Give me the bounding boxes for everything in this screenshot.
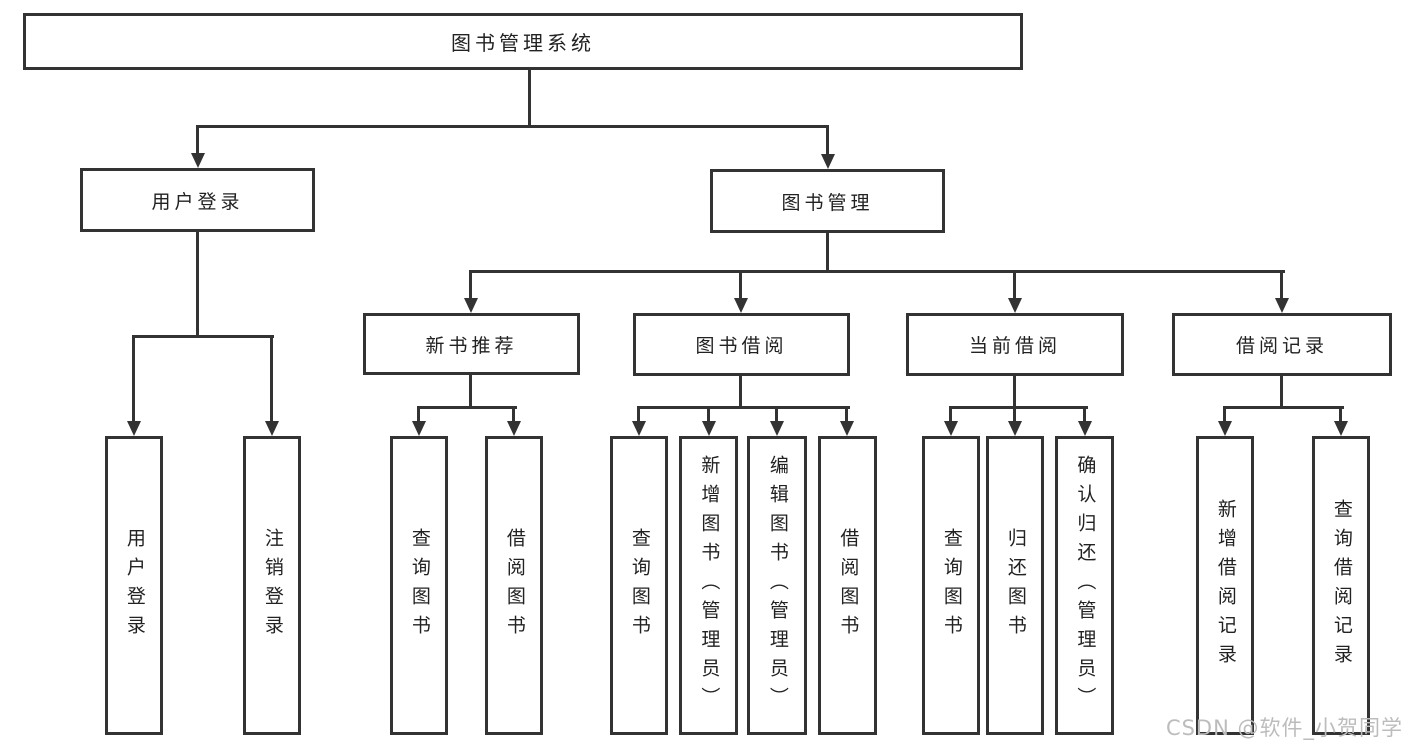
connector-hline <box>637 406 850 409</box>
connector-vline <box>826 231 829 273</box>
arrowhead-down-icon <box>507 421 521 436</box>
node-label: 查询借阅记录 <box>1330 498 1353 673</box>
arrowhead-down-icon <box>1008 298 1022 313</box>
node-label: 用户登录 <box>123 527 146 644</box>
connector-vline <box>637 406 640 423</box>
connector-vline <box>528 68 531 128</box>
connector-vline <box>1013 374 1016 409</box>
node-label: 归还图书 <box>1004 527 1027 644</box>
node-label: 借阅图书 <box>837 527 860 644</box>
arrowhead-down-icon <box>1218 421 1232 436</box>
leaf-query-books-recommend: 查询图书 <box>390 436 448 735</box>
node-label: 新增借阅记录 <box>1214 498 1237 673</box>
leaf-borrow-books-borrowing: 借阅图书 <box>818 436 877 735</box>
leaf-return-books: 归还图书 <box>986 436 1044 735</box>
node-label: 确认归还（管理员） <box>1074 455 1097 716</box>
node-label: 编辑图书（管理员） <box>766 455 789 716</box>
connector-vline <box>270 335 273 423</box>
node-label: 查询图书 <box>940 527 963 644</box>
node-library-management-system: 图书管理系统 <box>23 13 1023 70</box>
connector-hline <box>196 125 829 128</box>
connector-hline <box>132 335 274 338</box>
leaf-add-books-admin: 新增图书（管理员） <box>679 436 738 735</box>
connector-vline <box>1223 406 1226 423</box>
connector-hline <box>949 406 1088 409</box>
leaf-logout-login: 注销登录 <box>243 436 301 735</box>
arrowhead-down-icon <box>265 421 279 436</box>
leaf-confirm-return-admin: 确认归还（管理员） <box>1055 436 1114 735</box>
arrowhead-down-icon <box>127 421 141 436</box>
node-label: 借阅记录 <box>1235 335 1328 357</box>
arrowhead-down-icon <box>702 421 716 436</box>
node-label: 借阅图书 <box>503 527 526 644</box>
leaf-query-borrow-record: 查询借阅记录 <box>1312 436 1370 735</box>
leaf-query-books-borrowing: 查询图书 <box>610 436 668 735</box>
connector-vline <box>1083 406 1086 423</box>
node-book-borrowing: 图书借阅 <box>633 313 850 376</box>
arrowhead-down-icon <box>840 421 854 436</box>
connector-hline <box>469 270 1285 273</box>
connector-vline <box>1280 270 1283 301</box>
node-label: 查询图书 <box>628 527 651 644</box>
connector-vline <box>512 406 515 423</box>
connector-vline <box>1280 374 1283 409</box>
connector-vline <box>1013 406 1016 423</box>
arrowhead-down-icon <box>770 421 784 436</box>
arrowhead-down-icon <box>464 298 478 313</box>
node-label: 用户登录 <box>151 190 244 213</box>
connector-hline <box>1223 406 1344 409</box>
arrowhead-down-icon <box>412 421 426 436</box>
connector-vline <box>739 374 742 409</box>
leaf-add-borrow-record: 新增借阅记录 <box>1196 436 1254 735</box>
connector-hline <box>417 406 517 409</box>
node-label: 新增图书（管理员） <box>698 455 721 716</box>
leaf-query-books-current: 查询图书 <box>922 436 980 735</box>
node-current-borrowing: 当前借阅 <box>906 313 1124 376</box>
arrowhead-down-icon <box>821 154 835 169</box>
connector-vline <box>132 335 135 423</box>
connector-vline <box>196 125 199 155</box>
connector-vline <box>469 373 472 409</box>
connector-vline <box>775 406 778 423</box>
node-borrowing-records: 借阅记录 <box>1172 313 1392 376</box>
connector-vline <box>739 270 742 301</box>
arrowhead-down-icon <box>734 298 748 313</box>
arrowhead-down-icon <box>1275 298 1289 313</box>
node-book-management: 图书管理 <box>710 169 945 233</box>
arrowhead-down-icon <box>1008 421 1022 436</box>
node-label: 当前借阅 <box>968 335 1061 357</box>
arrowhead-down-icon <box>191 153 205 168</box>
connector-vline <box>417 406 420 423</box>
connector-vline <box>1339 406 1342 423</box>
node-label: 图书管理 <box>781 191 874 214</box>
leaf-user-login: 用户登录 <box>105 436 163 735</box>
node-label: 注销登录 <box>261 527 284 644</box>
arrowhead-down-icon <box>632 421 646 436</box>
node-label: 图书管理系统 <box>451 31 595 55</box>
leaf-borrow-books-recommend: 借阅图书 <box>485 436 543 735</box>
node-label: 查询图书 <box>408 527 431 644</box>
connector-vline <box>845 406 848 423</box>
node-label: 新书推荐 <box>425 334 518 357</box>
arrowhead-down-icon <box>1334 421 1348 436</box>
node-new-book-recommend: 新书推荐 <box>363 313 580 375</box>
connector-vline <box>196 230 199 338</box>
connector-vline <box>469 270 472 301</box>
leaf-edit-books-admin: 编辑图书（管理员） <box>747 436 807 735</box>
connector-vline <box>949 406 952 423</box>
node-user-login: 用户登录 <box>80 168 315 232</box>
node-label: 图书借阅 <box>695 335 788 357</box>
csdn-watermark: CSDN @软件_小贺同学 <box>1165 716 1403 740</box>
arrowhead-down-icon <box>944 421 958 436</box>
arrowhead-down-icon <box>1078 421 1092 436</box>
connector-vline <box>1013 270 1016 301</box>
connector-vline <box>826 125 829 156</box>
connector-vline <box>707 406 710 423</box>
